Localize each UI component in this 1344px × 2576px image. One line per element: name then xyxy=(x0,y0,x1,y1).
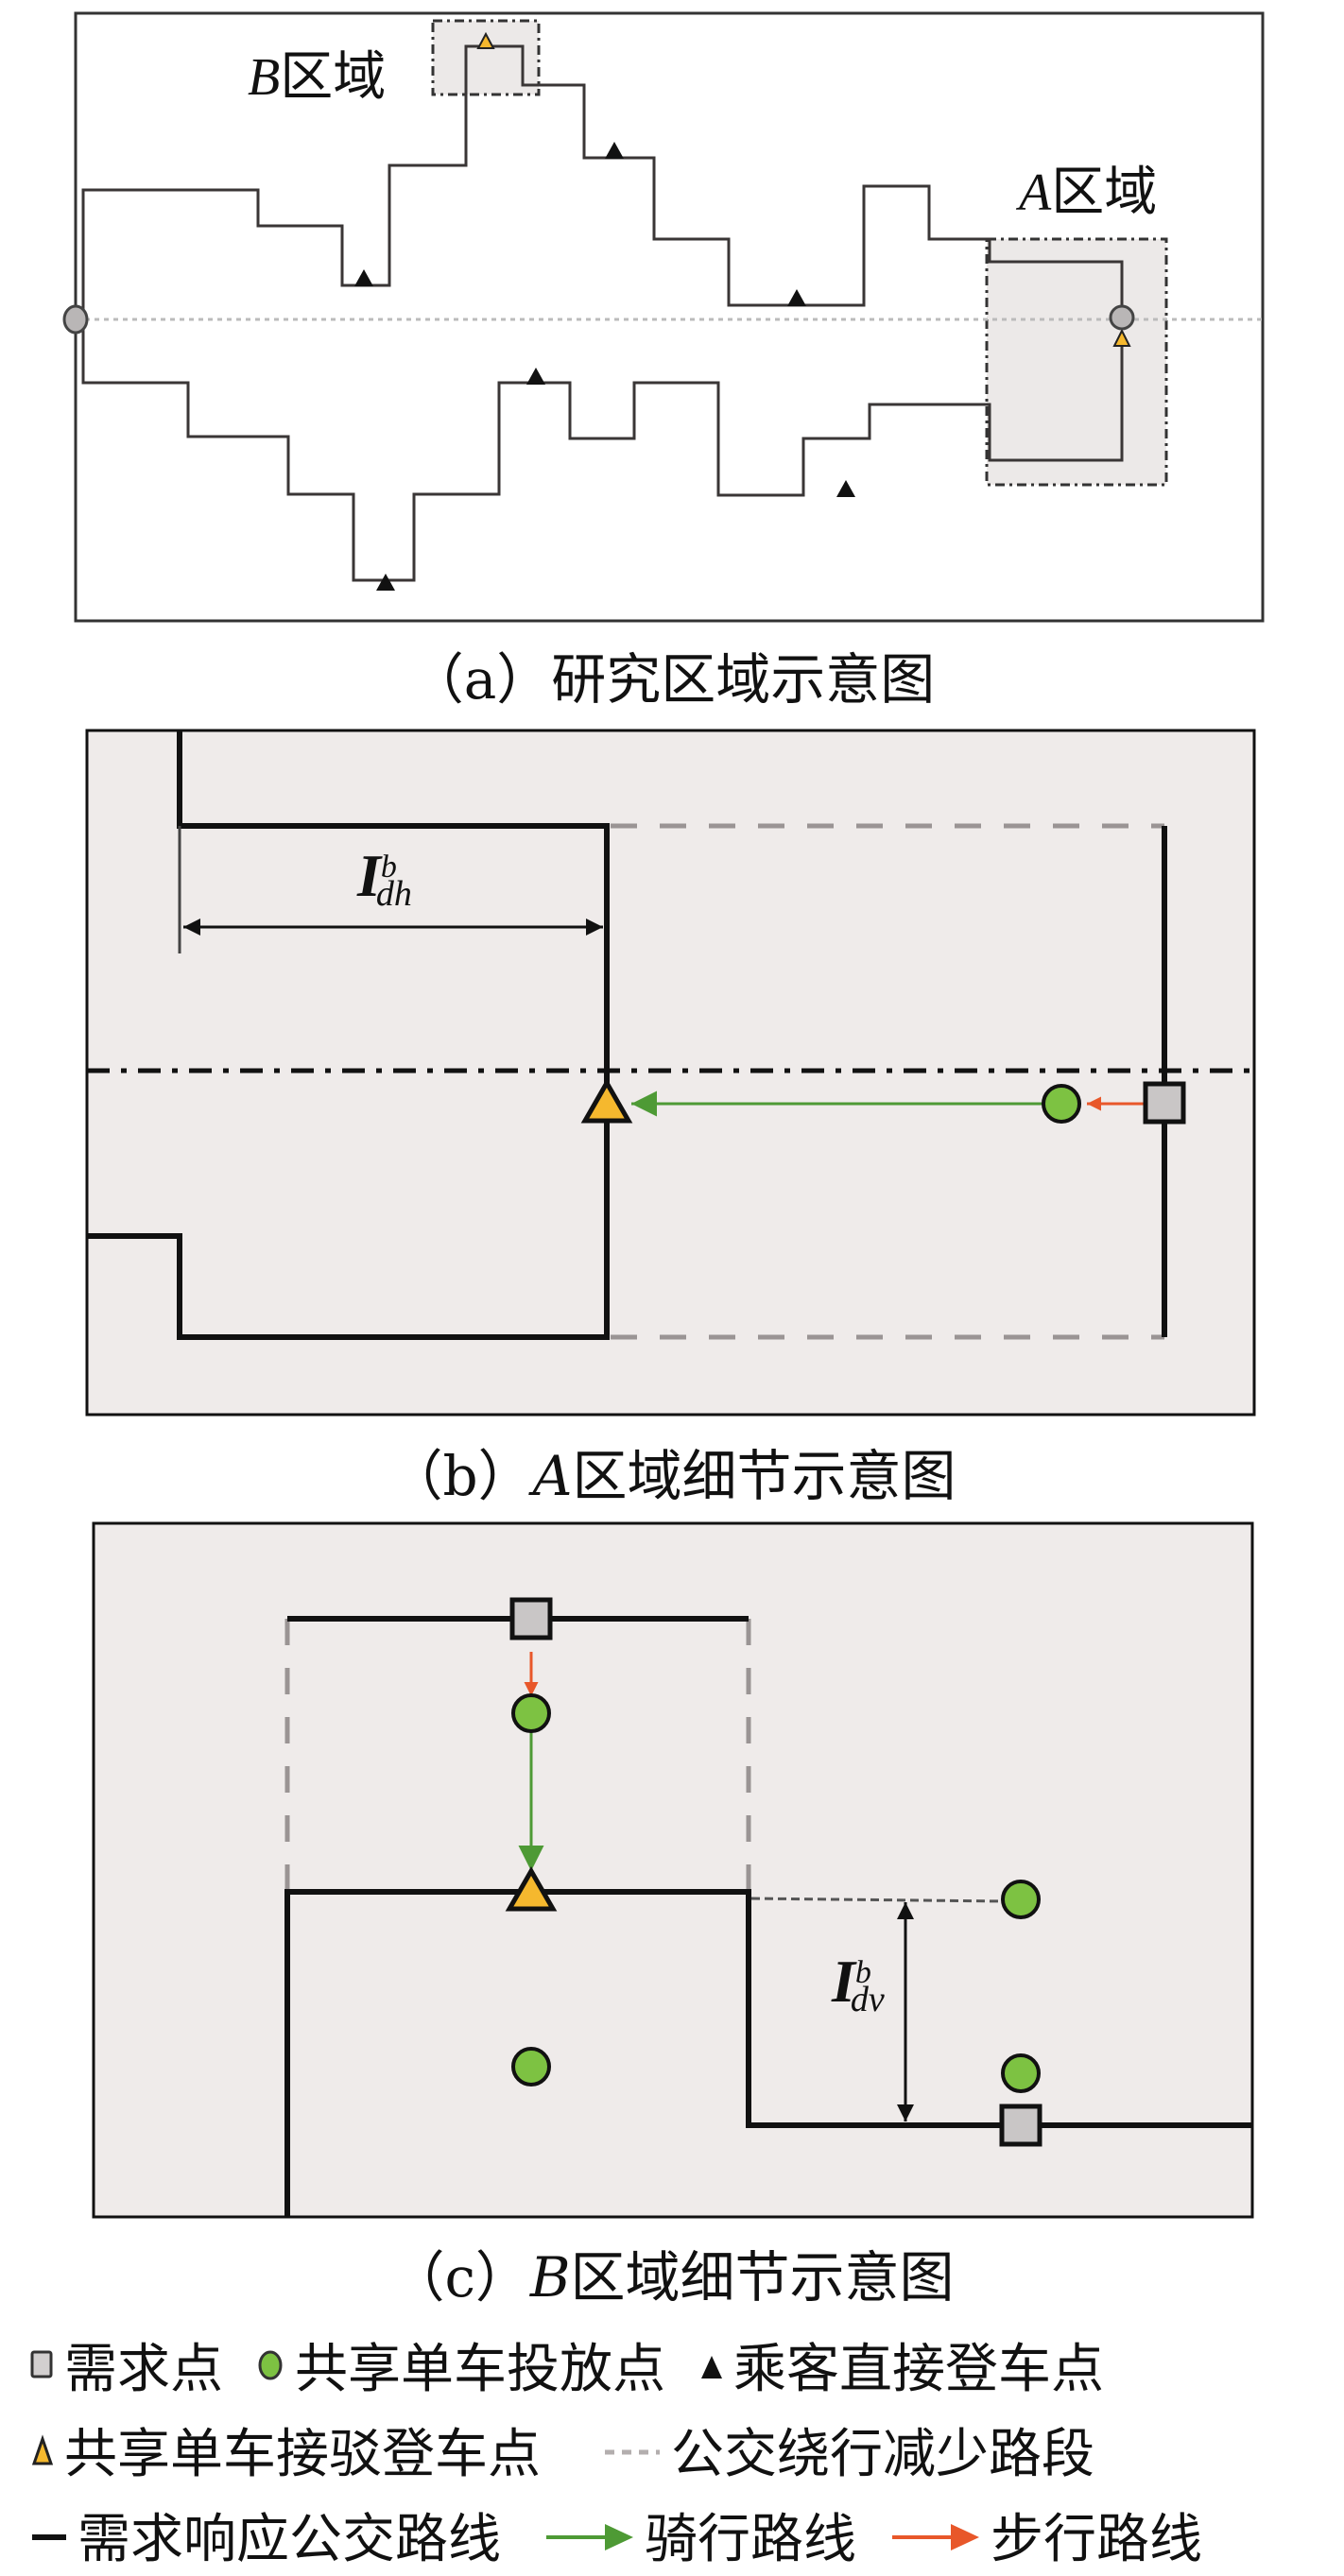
caption-c-letter: B xyxy=(529,2245,571,2310)
legend-label: 乘客直接登车点 xyxy=(733,2339,1104,2400)
direct-boarding-point xyxy=(605,142,624,159)
legend-direct-boarding: 乘客直接登车点 xyxy=(698,2327,1104,2403)
panel-c-frame xyxy=(92,1521,1254,2219)
dim-sub: dh xyxy=(375,874,412,915)
region-a-letter: A xyxy=(1019,163,1052,222)
bike-drop-point xyxy=(511,2047,551,2087)
region-b-text: 区域 xyxy=(280,46,387,108)
dimension-label-dv: Ibdv xyxy=(832,1947,905,2020)
green-arrow-icon xyxy=(546,2523,633,2550)
caption-b-prefix: （b） xyxy=(388,1444,533,1508)
caption-b-text: 区域细节示意图 xyxy=(572,1444,956,1508)
direct-boarding-point xyxy=(526,368,545,385)
solid-line-icon xyxy=(32,2533,66,2540)
dim-symbol: I xyxy=(357,842,381,909)
legend-label: 步行路线 xyxy=(991,2509,1202,2570)
bike-transfer-boarding-point xyxy=(580,1077,633,1124)
caption-c-prefix: （c） xyxy=(389,2245,530,2310)
upper-drt-route xyxy=(81,44,1124,319)
caption-c: （c）B区域细节示意图 xyxy=(0,2233,1344,2312)
dashed-line-icon xyxy=(605,2449,660,2454)
legend-cycling-route: 骑行路线 xyxy=(543,2497,856,2573)
caption-a: （a）研究区域示意图 xyxy=(408,647,936,712)
demand-point xyxy=(999,2104,1042,2147)
region-a-text: 区域 xyxy=(1051,162,1158,223)
square-icon xyxy=(30,2350,53,2378)
legend-label: 需求响应公交路线 xyxy=(78,2509,501,2570)
dim-sub: dv xyxy=(850,1980,885,2020)
orange-arrow-icon xyxy=(892,2523,979,2550)
caption-b: （b）A区域细节示意图 xyxy=(0,1432,1344,1511)
bike-drop-point xyxy=(1042,1084,1081,1124)
bike-transfer-boarding-point xyxy=(1112,328,1131,347)
dimension-label-dh: Ibdh xyxy=(357,841,433,915)
legend-detour-reduced: 公交绕行减少路段 xyxy=(601,2412,1094,2488)
bike-transfer-boarding-point xyxy=(476,31,495,49)
dim-sup: b xyxy=(380,849,397,884)
triangle-icon xyxy=(701,2355,722,2379)
legend-bike-transfer-boarding: 共享单车接驳登车点 xyxy=(28,2412,541,2488)
direct-boarding-point xyxy=(787,289,806,306)
bike-drop-point xyxy=(511,1693,551,1733)
circle-icon xyxy=(258,2350,283,2379)
bike-drop-point xyxy=(1001,1880,1041,1919)
legend-label: 需求点 xyxy=(64,2339,223,2400)
panel-a xyxy=(62,11,1265,623)
panel-b xyxy=(85,729,1256,1417)
demand-point xyxy=(1143,1081,1186,1125)
lower-drt-route xyxy=(81,319,1124,582)
region-a-label: A区域 xyxy=(1019,149,1157,226)
legend-walking-route: 步行路线 xyxy=(888,2497,1202,2573)
legend-row-3: 需求响应公交路线 骑行路线 步行路线 xyxy=(28,2497,1234,2573)
region-b-letter: B xyxy=(248,48,281,107)
yellow-triangle-icon xyxy=(31,2433,54,2464)
legend-demand-point: 需求点 xyxy=(28,2327,223,2403)
region-a-box xyxy=(985,237,1168,487)
caption-c-text: 区域细节示意图 xyxy=(570,2245,955,2310)
direct-boarding-point xyxy=(836,480,855,497)
bike-drop-point xyxy=(1001,2053,1041,2093)
legend-label: 骑行路线 xyxy=(645,2509,856,2570)
legend-label: 共享单车投放点 xyxy=(295,2339,665,2400)
caption-b-letter: A xyxy=(532,1444,573,1508)
legend-drt-route: 需求响应公交路线 xyxy=(28,2497,501,2573)
drt-route xyxy=(284,1889,1252,2217)
dim-symbol: I xyxy=(832,1948,855,2015)
demand-point-a xyxy=(1109,304,1135,331)
legend-label: 公交绕行减少路段 xyxy=(671,2424,1094,2485)
bike-transfer-boarding-point xyxy=(505,1865,558,1912)
legend-row-1: 需求点 共享单车投放点 乘客直接登车点 xyxy=(28,2327,1136,2403)
legend-bike-drop-point: 共享单车投放点 xyxy=(255,2327,665,2403)
demand-point xyxy=(509,1597,553,1640)
direct-boarding-point xyxy=(354,269,373,286)
connector-dashed xyxy=(750,1897,1005,1903)
region-b-label: B区域 xyxy=(248,34,386,111)
direct-boarding-point xyxy=(376,574,395,591)
legend-row-2: 共享单车接驳登车点 公交绕行减少路段 xyxy=(28,2412,1127,2488)
panel-c xyxy=(92,1521,1254,2219)
legend-label: 共享单车接驳登车点 xyxy=(64,2424,541,2485)
depot-start-circle xyxy=(62,304,89,335)
dim-sup: b xyxy=(854,1954,871,1990)
